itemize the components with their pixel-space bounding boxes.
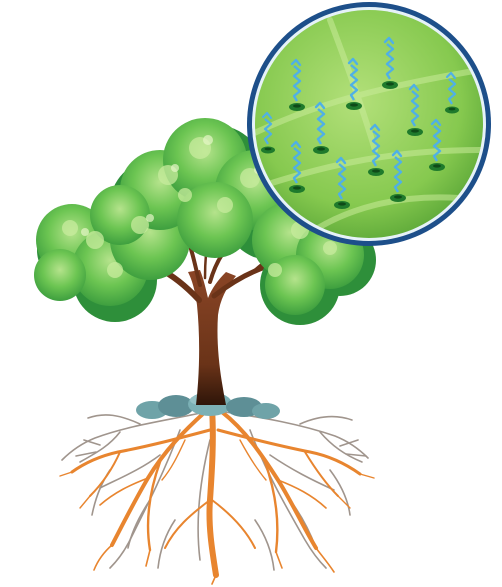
root-system xyxy=(60,408,374,584)
